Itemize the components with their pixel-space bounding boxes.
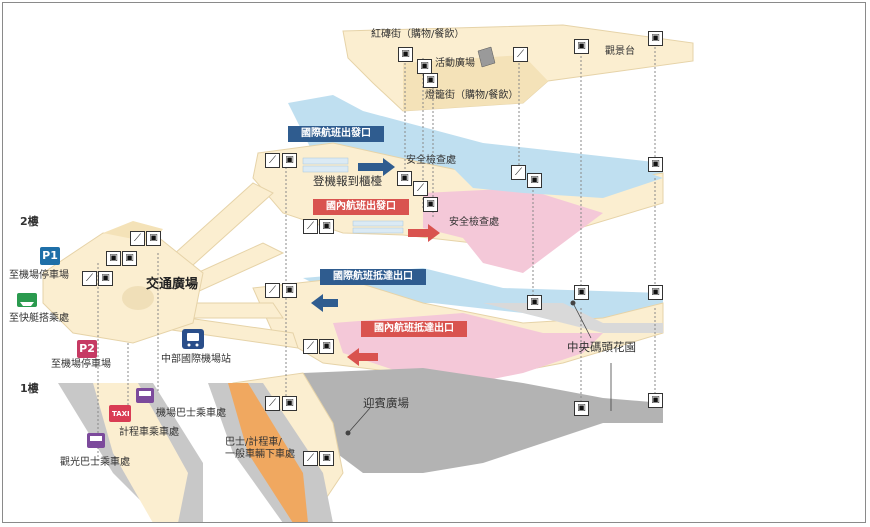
road-center-lane [228, 383, 308, 522]
elevator-icon: ▣ [417, 59, 432, 74]
leader-dot-2 [345, 430, 351, 436]
elevator-icon: ▣ [106, 251, 121, 266]
to-parking-label-1: 至機場停車場 [9, 270, 69, 281]
elevator-icon: ▣ [574, 285, 589, 300]
callout-leaders [347, 302, 612, 434]
dom-arrival-arrow [347, 348, 378, 366]
security-label-dom: 安全檢查處 [449, 217, 499, 228]
to-parking-label-2: 至機場停車場 [51, 359, 111, 370]
escalator-icon: ⟋ [511, 165, 526, 180]
bus-window [139, 391, 151, 396]
elevator-icon: ▣ [423, 197, 438, 212]
elevator-icon: ▣ [648, 31, 663, 46]
welcome-plaza-label: 迎賓廣場 [363, 396, 409, 410]
tour-bus-stop-label: 觀光巴士乘車處 [60, 457, 130, 468]
elevator-icon: ▣ [648, 285, 663, 300]
leader-dot-1 [570, 300, 576, 306]
elevator-icon: ▣ [282, 396, 297, 411]
escalator-icon: ⟋ [265, 153, 280, 168]
elevator-icon: ▣ [122, 251, 137, 266]
intl-departure-banner: 國際航班出發口 [288, 126, 384, 142]
floor-1-label: 1樓 [20, 382, 39, 395]
elevator-icon: ▣ [98, 271, 113, 286]
observation-deck-label: 觀景台 [605, 46, 635, 57]
taxi-stop-label: 計程車乘車處 [119, 427, 179, 438]
escalator-icon: ⟋ [413, 181, 428, 196]
map-artwork [17, 24, 694, 522]
escalator-icon: ⟋ [130, 231, 145, 246]
train-window [187, 333, 199, 341]
dom-arrival-banner: 國內航班抵達出口 [361, 321, 467, 337]
escalator-icon: ⟋ [513, 47, 528, 62]
drop-off-label-line2: 一般車輛下車處 [225, 449, 295, 460]
elevator-icon: ▣ [319, 451, 334, 466]
elevator-icon: ▣ [319, 219, 334, 234]
elevator-icon: ▣ [527, 173, 542, 188]
escalator-icon: ⟋ [303, 451, 318, 466]
arrival-shade [483, 303, 663, 333]
elevator-icon: ▣ [574, 39, 589, 54]
escalator-icon: ⟋ [265, 396, 280, 411]
escalator-icon: ⟋ [265, 283, 280, 298]
elevator-icon: ▣ [397, 171, 412, 186]
elevator-icon: ▣ [527, 295, 542, 310]
station-label: 中部國際機場站 [161, 354, 231, 365]
elevator-icon: ▣ [423, 73, 438, 88]
to-ferry-label: 至快艇搭乘處 [9, 313, 69, 324]
floor-2-label: 2樓 [20, 215, 39, 228]
escalator-icon: ⟋ [303, 339, 318, 354]
event-plaza-kiosk [477, 46, 496, 68]
bus-stop-label: 機場巴士乘車處 [156, 408, 226, 419]
departure-dom-area [423, 188, 603, 273]
train-light-left [187, 343, 191, 347]
elevator-icon: ▣ [398, 47, 413, 62]
checkin-counters [302, 157, 404, 234]
dom-departure-arrow [408, 224, 440, 242]
plaza-oval [122, 286, 154, 310]
departure-intl-wing [443, 158, 663, 198]
tour-bus-window [90, 436, 102, 441]
ground-floor-gray [303, 368, 663, 473]
central-garden-label: 中央碼頭花園 [567, 340, 636, 354]
transport-plaza-label: 交通廣場 [146, 277, 199, 292]
elevator-icon: ▣ [319, 339, 334, 354]
taxi-icon [109, 405, 131, 422]
elevator-icon: ▣ [282, 153, 297, 168]
red-brick-street-label: 紅磚街（購物/餐飲） [371, 29, 465, 40]
intl-arrival-arrow [311, 294, 338, 312]
elevator-icon: ▣ [574, 401, 589, 416]
dom-departure-banner: 國內航班出發口 [313, 199, 409, 215]
event-plaza-label: 活動廣場 [435, 58, 475, 69]
elevator-icon: ▣ [282, 283, 297, 298]
escalator-icon: ⟋ [82, 271, 97, 286]
intl-departure-arrow [358, 158, 395, 176]
taxi-label: TAXI [112, 410, 130, 418]
upper-deck-shade [403, 55, 548, 111]
elevator-icon: ▣ [648, 393, 663, 408]
train-light-right [195, 343, 199, 347]
security-label-intl: 安全檢查處 [406, 155, 456, 166]
escalator-icon: ⟋ [303, 219, 318, 234]
ferry-hull [20, 302, 34, 306]
p1-badge: P1 [40, 247, 60, 265]
checkin-counter-label: 登機報到櫃檯 [313, 174, 382, 188]
p2-badge: P2 [77, 340, 97, 358]
lantern-street-label: 燈籠街（購物/餐飲） [425, 90, 519, 101]
elevator-icon: ▣ [146, 231, 161, 246]
drop-off-label-line1: 巴士/計程車/ [225, 437, 282, 448]
intl-arrival-banner: 國際航班抵達出口 [320, 269, 426, 285]
elevator-icon: ▣ [648, 157, 663, 172]
